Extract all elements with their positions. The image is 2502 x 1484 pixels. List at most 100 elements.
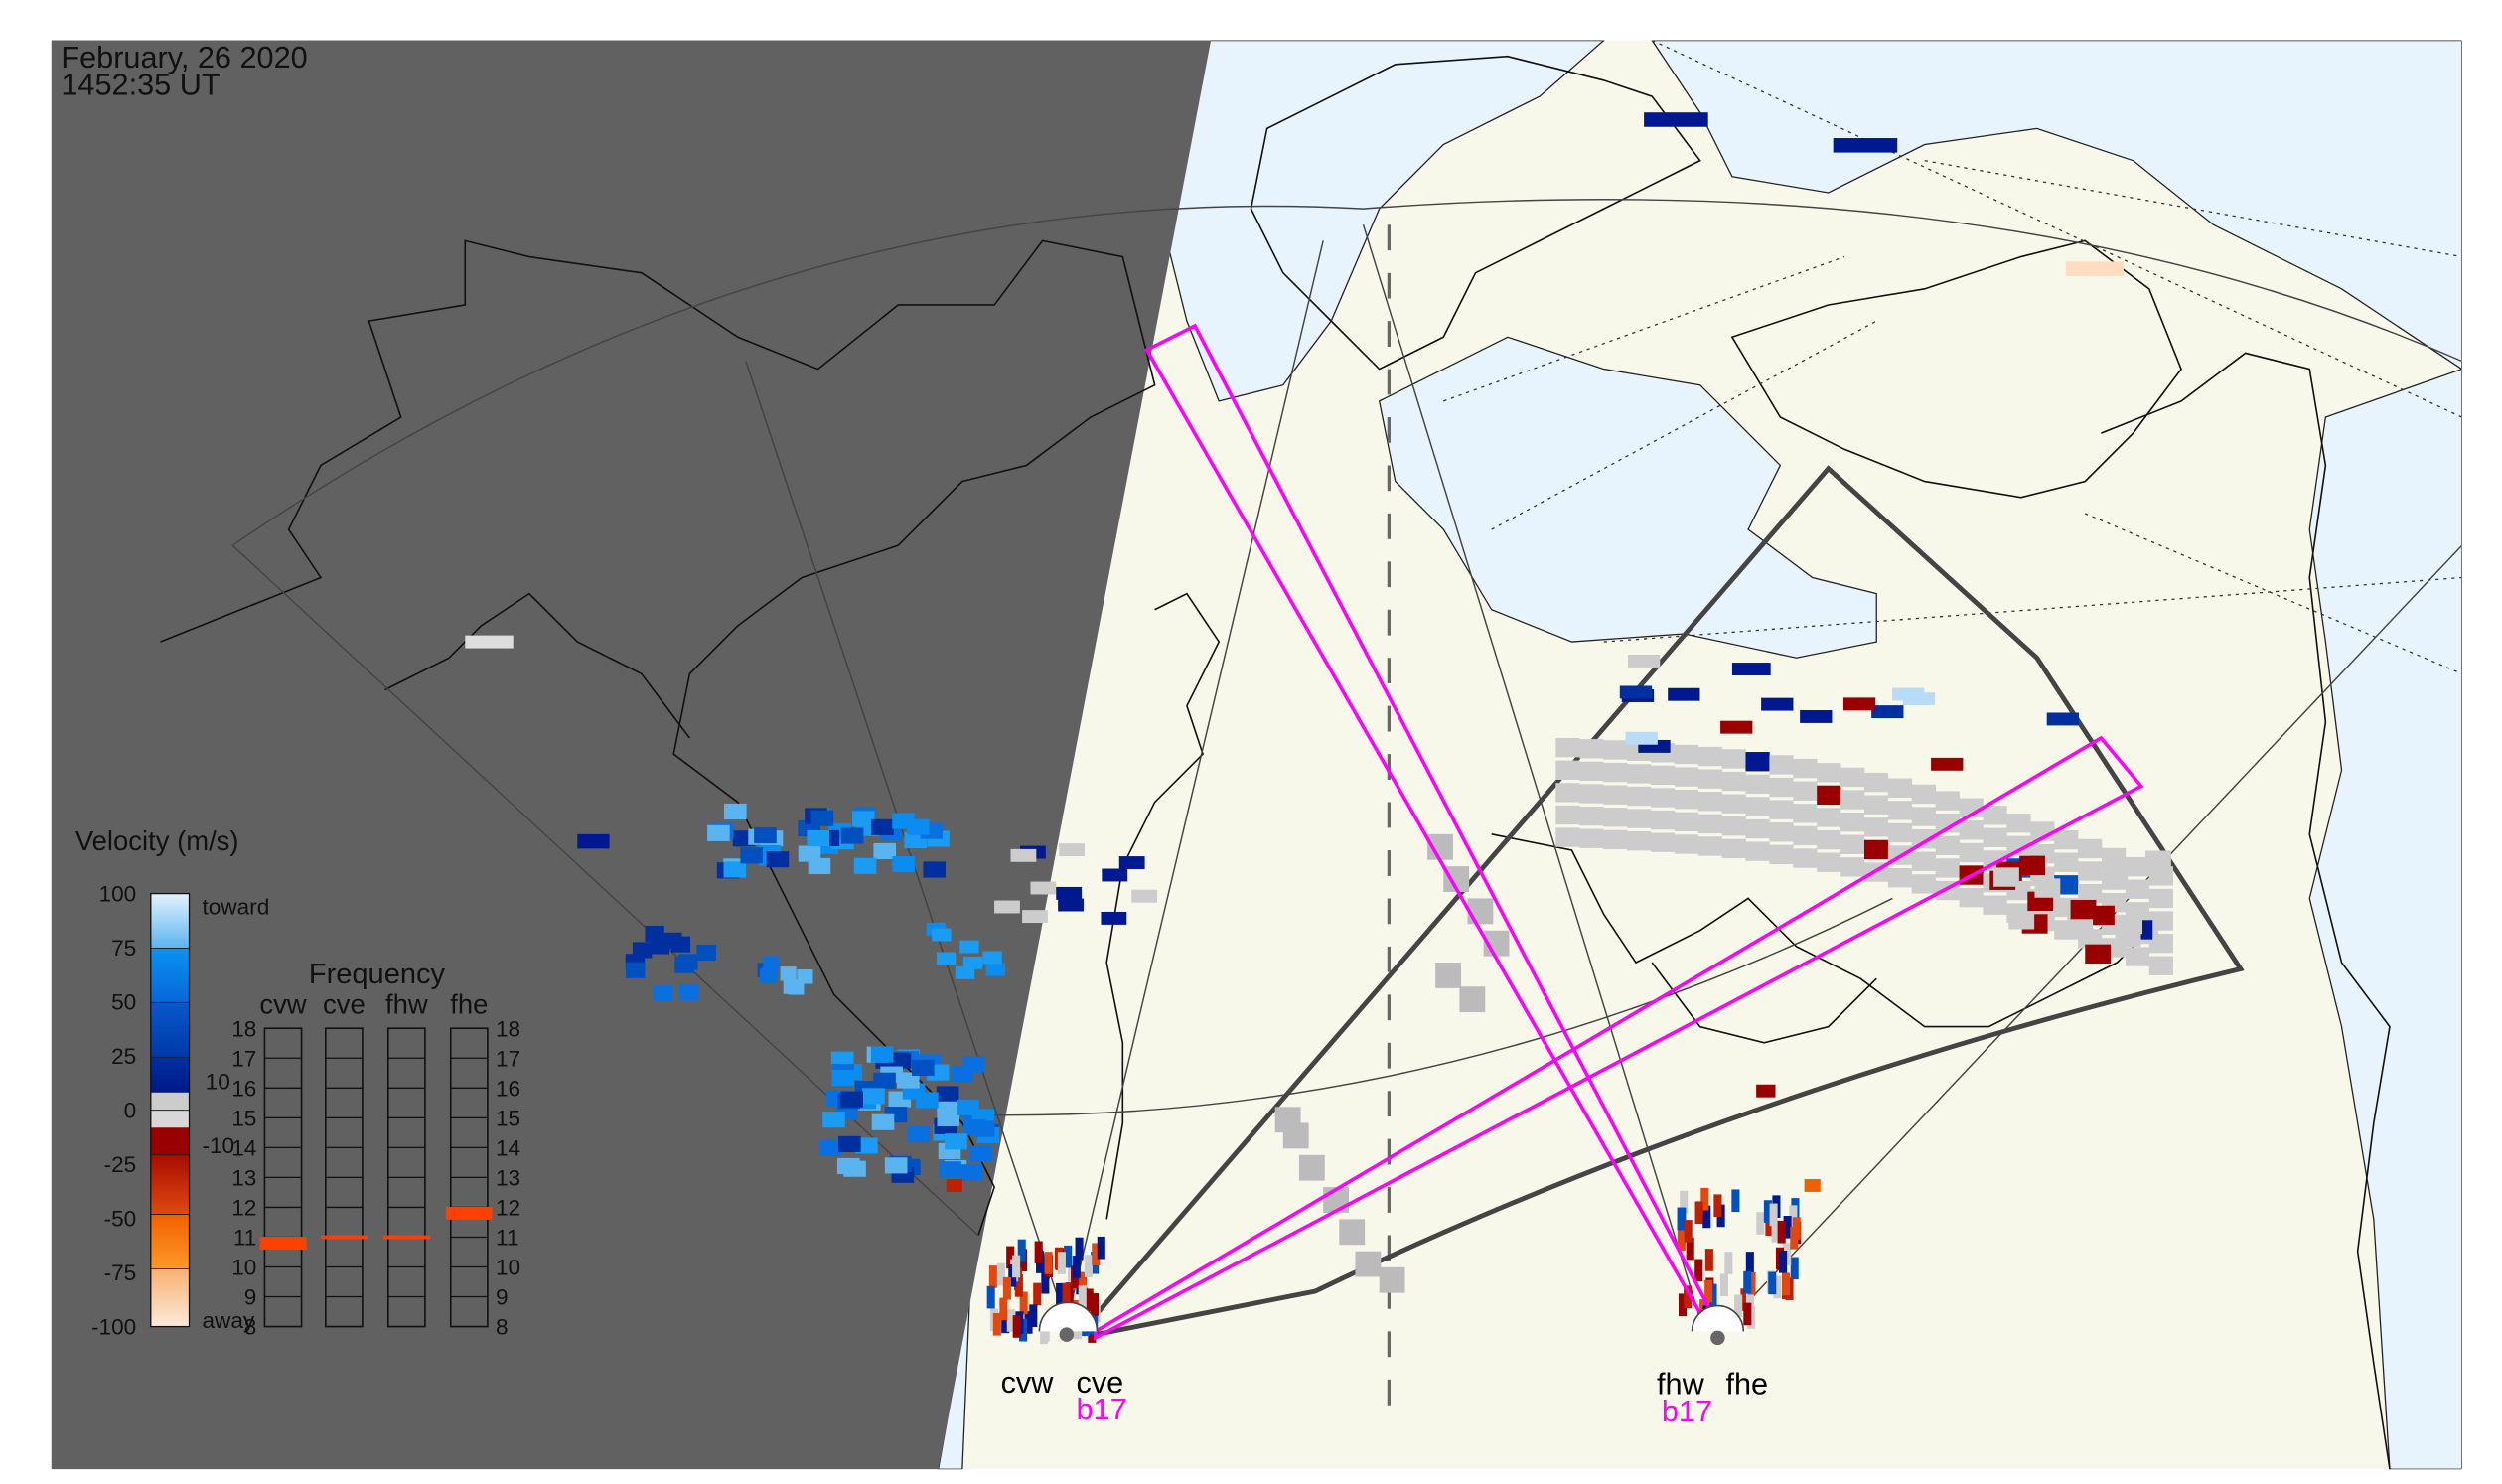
velocity-cell — [1626, 831, 1652, 851]
velocity-cell — [1840, 857, 1865, 877]
frequency-tick-right: 17 — [496, 1046, 520, 1071]
velocity-cell — [761, 967, 778, 982]
frequency-tick-right: 8 — [496, 1315, 509, 1340]
velocity-cell — [1769, 822, 1794, 842]
frequency-tick-left: 14 — [231, 1135, 256, 1160]
velocity-cell — [1911, 851, 1936, 871]
velocity-cell — [670, 936, 691, 953]
velocity-cell — [936, 1086, 959, 1103]
velocity-cell — [986, 1285, 995, 1309]
velocity-cell — [808, 857, 831, 875]
velocity-cell — [723, 861, 747, 878]
velocity-cell — [1745, 752, 1770, 772]
frequency-tick-left: 17 — [231, 1046, 256, 1071]
frequency-tick-right: 11 — [496, 1226, 518, 1251]
velocity-cell — [1745, 774, 1770, 795]
toward-label: toward — [202, 895, 269, 920]
velocity-cell — [1756, 1212, 1765, 1235]
velocity-cell — [1840, 790, 1865, 810]
velocity-cell — [1931, 757, 1964, 771]
velocity-cell — [1555, 805, 1580, 825]
velocity-cell — [2125, 879, 2150, 899]
velocity-cell — [1790, 1226, 1799, 1250]
velocity-cell — [855, 1137, 878, 1154]
velocity-cell — [1029, 1304, 1038, 1327]
velocity-cell — [1769, 755, 1794, 775]
colorbar-tick: 75 — [111, 936, 136, 961]
beam-label-cve: b17 — [1076, 1392, 1126, 1426]
frequency-tick-right: 10 — [496, 1256, 520, 1280]
velocity-cell — [1793, 848, 1818, 868]
frequency-tick-left: 15 — [231, 1106, 256, 1130]
velocity-cell — [1674, 744, 1699, 765]
velocity-cell — [2085, 944, 2112, 965]
velocity-cell — [1298, 1154, 1325, 1181]
velocity-cell — [1579, 761, 1604, 782]
frequency-radar-label: cve — [323, 989, 366, 1020]
velocity-cell — [2065, 261, 2124, 276]
velocity-cell — [1783, 1243, 1792, 1266]
velocity-cell — [1022, 910, 1048, 924]
velocity-cell — [650, 938, 670, 955]
velocity-cell — [1983, 895, 2007, 915]
velocity-cell — [1745, 1252, 1754, 1274]
velocity-cell — [1001, 1310, 1010, 1334]
velocity-cell — [1863, 795, 1889, 815]
velocity-cell — [1765, 1213, 1774, 1237]
frequency-radar-label: cvw — [259, 989, 306, 1020]
velocity-cell — [1555, 783, 1580, 803]
velocity-cell — [1603, 785, 1628, 805]
velocity-cell — [1626, 764, 1652, 784]
velocity-cell — [577, 833, 610, 849]
velocity-cell — [1090, 1293, 1100, 1316]
velocity-cell — [1579, 828, 1604, 848]
velocity-cell — [1684, 1220, 1693, 1243]
velocity-cell — [1745, 818, 1770, 839]
velocity-cell — [1674, 767, 1699, 787]
velocity-cell — [2148, 956, 2173, 975]
colorbar-tick-minus10: -10 — [202, 1133, 234, 1158]
velocity-cell — [2078, 838, 2103, 859]
lat-lon-grid — [1443, 40, 2462, 674]
velocity-cell — [1097, 1236, 1105, 1260]
velocity-cell — [1555, 760, 1580, 780]
radar-label-fhe: fhe — [1725, 1366, 1768, 1401]
velocity-cell — [1085, 1288, 1094, 1312]
velocity-cell — [1935, 858, 1960, 878]
velocity-cell — [1603, 829, 1628, 850]
velocity-cell — [1650, 810, 1676, 830]
velocity-cell — [1102, 868, 1128, 882]
velocity-cell — [1745, 797, 1770, 816]
velocity-cell — [1959, 842, 1984, 863]
velocity-cell — [1619, 685, 1653, 699]
velocity-cell — [2006, 835, 2031, 856]
velocity-cell — [959, 1164, 983, 1181]
velocity-cell — [1983, 827, 2007, 848]
velocity-cell — [1131, 889, 1158, 903]
velocity-cell — [1959, 820, 1984, 840]
velocity-cell — [1650, 788, 1676, 808]
velocity-cell — [1459, 986, 1486, 1013]
velocity-cell — [810, 810, 834, 826]
velocity-cell — [1101, 911, 1127, 925]
velocity-cell — [1697, 792, 1722, 812]
velocity-cell — [2148, 888, 2173, 909]
velocity-cell — [1743, 1270, 1752, 1294]
velocity-cell — [862, 1088, 885, 1105]
velocity-cell — [1274, 1107, 1301, 1133]
velocity-cell — [1041, 1270, 1050, 1294]
velocity-cell — [1777, 1220, 1786, 1244]
velocity-cell — [852, 811, 875, 827]
velocity-cell — [807, 829, 829, 847]
velocity-cell — [2046, 712, 2079, 726]
velocity-cell — [1768, 1271, 1777, 1295]
velocity-cell — [936, 952, 957, 965]
velocity-cell — [1697, 814, 1722, 834]
velocity-cell — [996, 1262, 1005, 1286]
velocity-cell — [2078, 861, 2103, 881]
velocity-cell — [955, 965, 975, 979]
velocity-cell — [1887, 822, 1913, 843]
velocity-cell — [2034, 878, 2061, 898]
